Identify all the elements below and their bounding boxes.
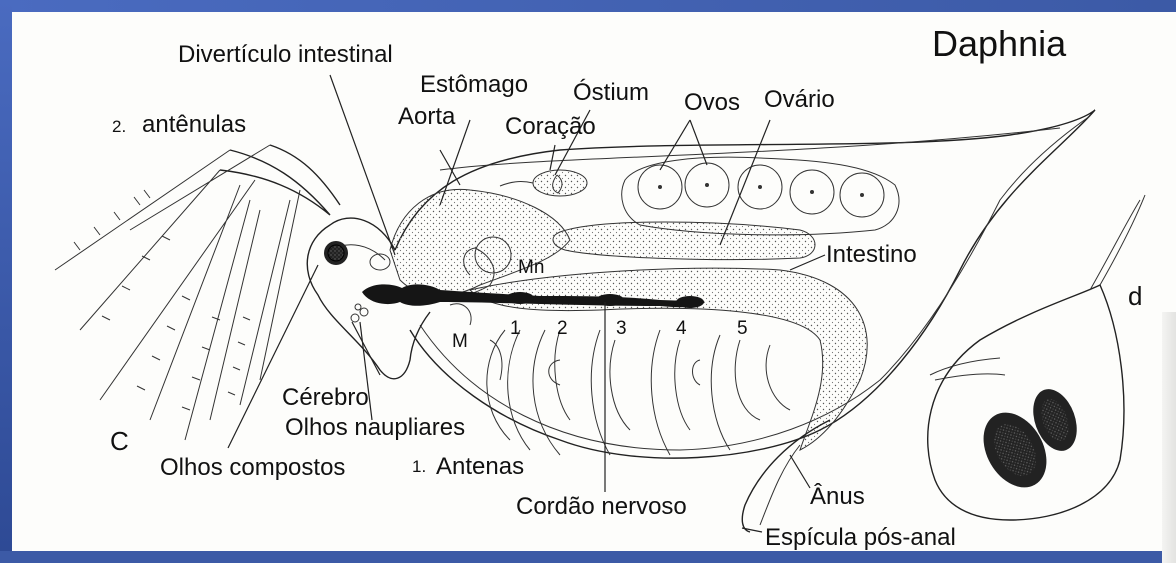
label-antenulas: antênulas	[142, 111, 246, 138]
label-cerebro: Cérebro	[282, 384, 369, 411]
leg-number: 5	[737, 318, 748, 339]
label-mn: Mn	[518, 257, 544, 278]
label-m: M	[452, 331, 468, 352]
label-aorta: Aorta	[398, 103, 456, 130]
leg-number: 2	[557, 318, 568, 339]
label-diverticulo-intestinal: Divertículo intestinal	[178, 41, 393, 68]
leg-number: 1	[510, 318, 521, 339]
daphnia-diagram: Daphnia Divertículo intestinal Estômago …	[0, 0, 1176, 551]
label-espicula-pos-anal: Espícula pós-anal	[765, 524, 956, 551]
ovary	[553, 222, 815, 260]
label-anus: Ânus	[810, 483, 865, 510]
eggs	[638, 163, 884, 217]
label-ostium: Óstium	[573, 79, 649, 106]
ephippium-drawing	[928, 195, 1145, 520]
label-ovos: Ovos	[684, 89, 740, 116]
label-antenas: Antenas	[436, 453, 524, 480]
label-antenulas-number: 2.	[112, 117, 126, 136]
label-panel-d: d	[1128, 281, 1142, 311]
label-cordao-nervoso: Cordão nervoso	[516, 493, 687, 520]
label-coracao: Coração	[505, 113, 596, 140]
label-ovario: Ovário	[764, 86, 835, 113]
diagram-title: Daphnia	[932, 23, 1067, 64]
label-olhos-compostos: Olhos compostos	[160, 454, 345, 481]
label-intestino: Intestino	[826, 241, 917, 268]
label-estomago: Estômago	[420, 71, 528, 98]
nauplius-eyes	[351, 304, 368, 322]
slide: Daphnia Divertículo intestinal Estômago …	[0, 0, 1176, 551]
label-panel-c: C	[110, 426, 129, 456]
thoracic-legs	[487, 330, 790, 455]
label-olhos-naupliares: Olhos naupliares	[285, 414, 465, 441]
compound-eye	[324, 241, 348, 265]
leg-number: 4	[676, 318, 687, 339]
heart	[500, 170, 587, 196]
leg-number: 3	[616, 318, 627, 339]
label-antenas-number: 1.	[412, 457, 426, 476]
leg-numbers: 1 2 3 4 5	[510, 318, 748, 339]
